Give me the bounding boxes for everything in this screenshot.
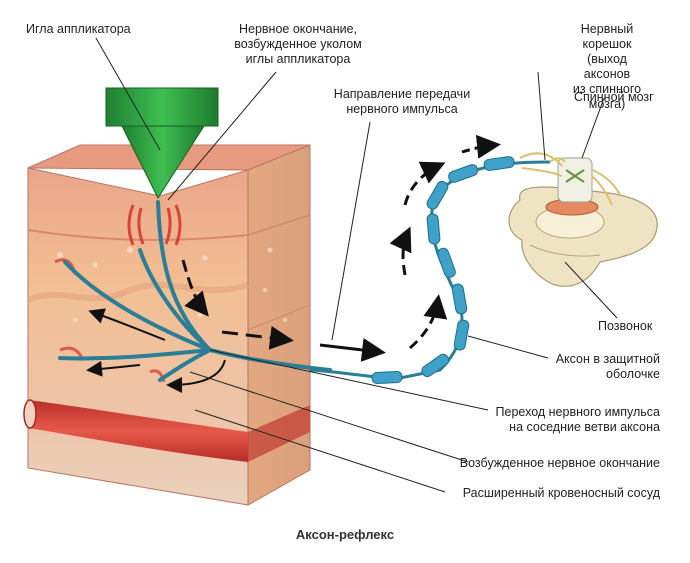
label-impulse-transfer: Переход нервного импульса на соседние ве… [495, 405, 660, 434]
nerve-fibers [58, 200, 332, 382]
figure-caption: Аксон-рефлекс [295, 527, 395, 542]
label-dilated-vessel: Расширенный кровеносный сосуд [462, 486, 660, 500]
label-nerve-ending-stimulated: Нервное окончание, возбужденное уколом и… [234, 22, 362, 66]
vessel-opening [23, 399, 37, 429]
label-nerve-root: Нервный корешок (выход аксонов из спинно… [572, 22, 642, 111]
blood-vessel [28, 400, 248, 462]
puncture-redness [127, 204, 182, 246]
skin-block [23, 144, 311, 506]
label-needle: Игла аппликатора [26, 22, 131, 36]
leader-lines [95, 37, 618, 493]
label-vertebra: Позвонок [598, 319, 653, 333]
impulse-arrows-block [86, 259, 294, 393]
axon-sheath [309, 156, 551, 385]
applicator-needle [105, 87, 219, 200]
label-impulse-direction: Направление передачи нервного импульса [333, 87, 471, 116]
label-spinal-cord: Спинной мозг [574, 90, 654, 104]
label-excited-ending: Возбужденное нервное окончание [459, 456, 660, 470]
spinal-cord [557, 157, 593, 203]
label-axon-sheath: Аксон в защитной оболочке [555, 352, 660, 381]
vertebra-illustration [508, 152, 658, 287]
impulse-arrows-axon [319, 134, 501, 362]
